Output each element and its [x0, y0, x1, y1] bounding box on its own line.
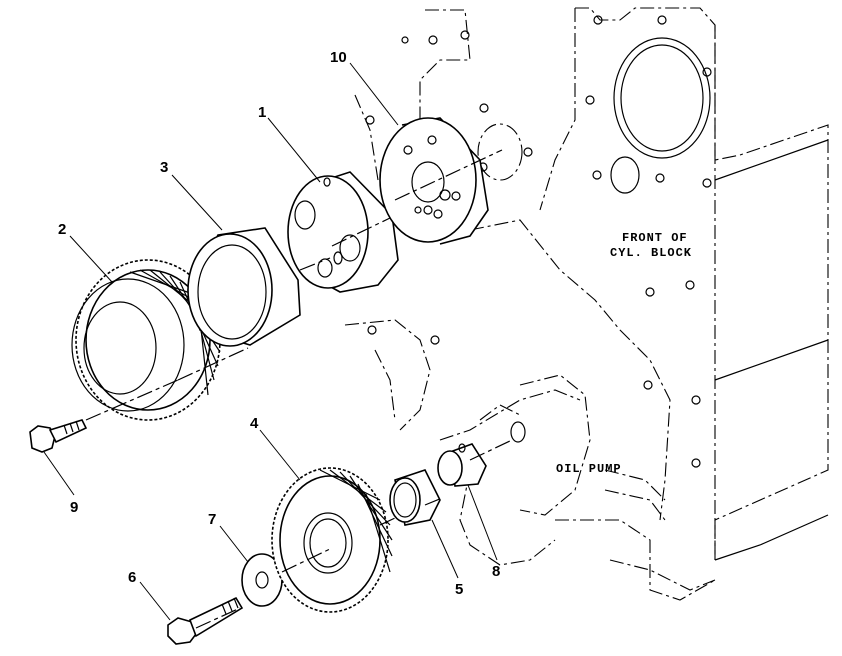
- part-1-hub: [287, 171, 399, 293]
- part-4-idler-gear: [271, 467, 393, 613]
- part-6-bolt: [167, 596, 244, 645]
- part-8-spacer: [437, 443, 487, 487]
- part-2-gear: [71, 259, 221, 421]
- part-10-plate: [379, 117, 489, 245]
- label-front-of-block-line2: CYL. BLOCK: [610, 246, 692, 260]
- callout-6: 6: [128, 569, 136, 586]
- label-oil-pump: OIL PUMP: [556, 462, 622, 476]
- callout-2: 2: [58, 221, 66, 238]
- callout-9: 9: [70, 499, 78, 516]
- leader-lines: [43, 62, 498, 621]
- oil-pump-shaft-hole: [510, 421, 526, 443]
- block-face-features: [365, 15, 712, 468]
- callout-1: 1: [258, 104, 266, 121]
- callout-3: 3: [160, 159, 168, 176]
- part-3-bushing: [187, 227, 301, 347]
- part-9-bolt: [29, 419, 88, 453]
- callout-5: 5: [455, 581, 463, 598]
- label-front-of-block-line1: FRONT OF: [622, 231, 688, 245]
- part-5-sleeve: [389, 469, 441, 526]
- callout-10: 10: [330, 49, 347, 66]
- assembly-axes: [85, 149, 513, 629]
- cylinder-block: [344, 7, 829, 601]
- callout-4: 4: [250, 415, 259, 432]
- callout-8: 8: [492, 563, 500, 580]
- callout-7: 7: [208, 511, 216, 528]
